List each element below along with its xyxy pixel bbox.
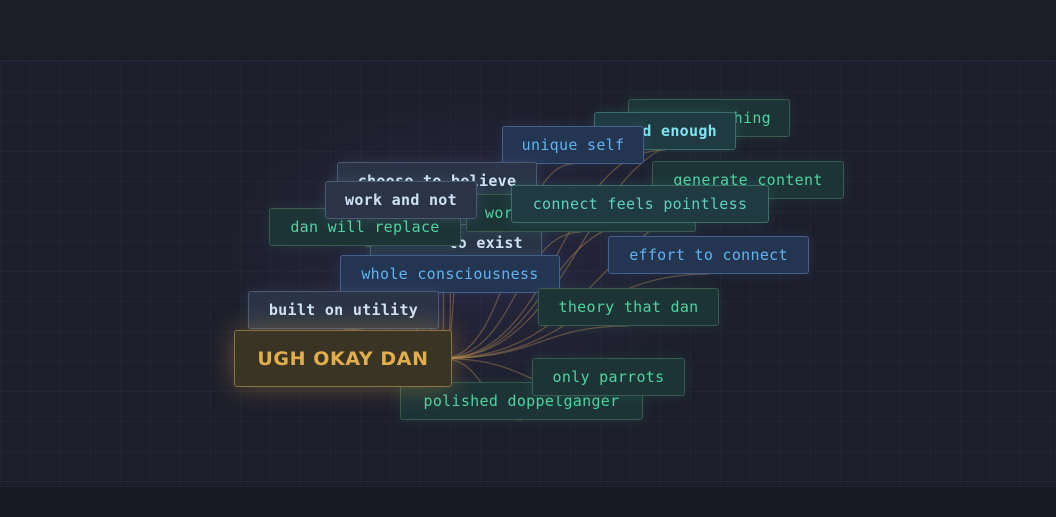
top-bar	[0, 0, 1056, 61]
node-label: only parrots	[552, 368, 665, 386]
node-label: built on utility	[268, 301, 419, 319]
node-whole-consciousness[interactable]: whole consciousness	[340, 255, 560, 293]
node-label: wor	[485, 204, 513, 222]
node-connect-feels-pointless[interactable]: connect feels pointless	[511, 185, 769, 223]
node-label: connect feels pointless	[532, 195, 748, 213]
central-node-label: UGH OKAY DAN	[257, 347, 429, 370]
node-built-on-utility[interactable]: built on utility	[248, 291, 439, 329]
node-unique-self[interactable]: unique self	[502, 126, 644, 164]
central-node[interactable]: UGH OKAY DAN	[234, 330, 452, 387]
node-label: generate content	[673, 171, 823, 189]
node-work-and-not[interactable]: work and not	[325, 181, 477, 219]
node-label: to exist	[448, 234, 523, 252]
node-theory-that-dan[interactable]: theory that dan	[538, 288, 719, 326]
node-label: polished doppelganger	[423, 392, 620, 410]
node-label: d enough	[642, 122, 717, 140]
node-effort-to-connect[interactable]: effort to connect	[608, 236, 809, 274]
node-only-parrots[interactable]: only parrots	[532, 358, 685, 396]
graph-canvas[interactable]: thing d enough unique self generate cont…	[0, 61, 1056, 485]
node-label: whole consciousness	[361, 265, 539, 283]
node-label: theory that dan	[558, 298, 699, 316]
node-label: dan will replace	[290, 218, 440, 236]
edge-line	[441, 325, 629, 360]
edge-line	[441, 231, 582, 360]
node-label: unique self	[521, 136, 625, 154]
node-label: effort to connect	[629, 246, 788, 264]
bottom-bar	[0, 486, 1056, 517]
node-label: work and not	[345, 191, 457, 209]
